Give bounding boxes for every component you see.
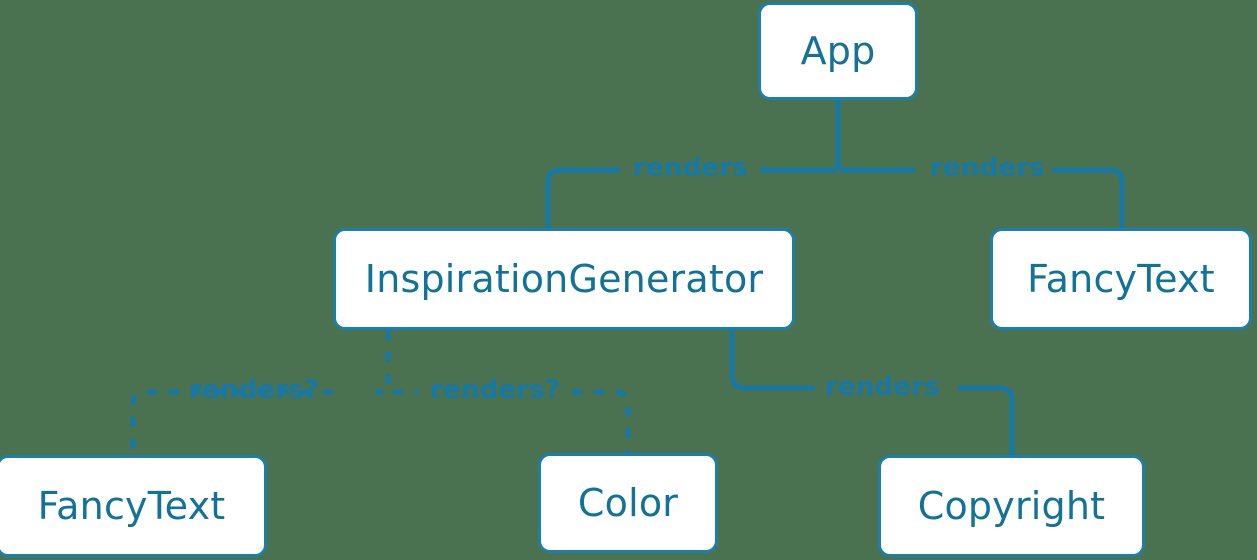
edge-inspirationgenerator-to-color-b [572,389,631,453]
node-app[interactable]: App [758,2,918,100]
node-fancytext-right-label: FancyText [1027,257,1215,301]
node-color-label: Color [577,481,679,525]
node-fancytext-bottom[interactable]: FancyText [0,455,267,557]
node-fancytext-right[interactable]: FancyText [990,228,1252,330]
node-fancytext-bottom-label: FancyText [37,484,226,528]
node-app-label: App [800,29,876,73]
node-inspirationgenerator-label: InspirationGenerator [364,257,764,301]
node-copyright-label: Copyright [917,484,1106,528]
node-inspirationgenerator[interactable]: InspirationGenerator [333,228,795,330]
edge-label-inspirationgenerator-fancytext: renders? [189,375,320,405]
edge-app-to-fancytext-b [1053,167,1125,228]
edge-inspirationgenerator-to-copyright-a [729,330,815,391]
node-copyright[interactable]: Copyright [878,455,1145,557]
edge-label-app-inspirationgenerator: renders [633,153,748,183]
edge-label-inspirationgenerator-copyright: renders [825,372,940,402]
node-color[interactable]: Color [538,453,718,553]
edge-label-inspirationgenerator-color: renders? [430,375,561,405]
edge-label-app-fancytext: renders [930,153,1045,183]
edge-app-to-inspirationgenerator-b [545,167,620,228]
edge-inspirationgenerator-to-copyright-b [958,385,1015,455]
